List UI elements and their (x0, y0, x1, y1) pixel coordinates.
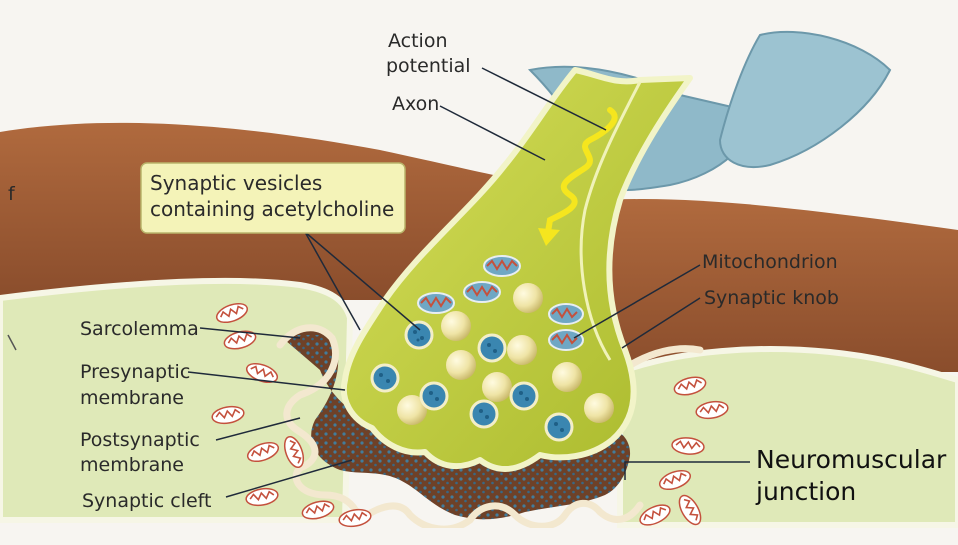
label-synaptic-cleft: Synaptic cleft (82, 490, 211, 512)
label-presynaptic-2: membrane (80, 387, 184, 409)
label-mitochondrion: Mitochondrion (702, 251, 838, 273)
label-vesicles-1: Synaptic vesicles (150, 171, 322, 195)
page-bottom-edge (0, 528, 958, 545)
label-axon: Axon (392, 93, 439, 115)
label-action-potential-1: Action (388, 30, 448, 52)
label-nmj-2: junction (755, 477, 856, 506)
label-presynaptic-1: Presynaptic (80, 361, 190, 383)
label-synaptic-knob: Synaptic knob (704, 287, 839, 309)
label-postsynaptic-1: Postsynaptic (80, 429, 200, 451)
label-vesicles-2: containing acetylcholine (150, 197, 394, 221)
label-action-potential-2: potential (386, 55, 471, 77)
label-postsynaptic-2: membrane (80, 454, 184, 476)
label-nmj-1: Neuromuscular (756, 445, 947, 474)
label-sarcolemma: Sarcolemma (80, 318, 199, 340)
